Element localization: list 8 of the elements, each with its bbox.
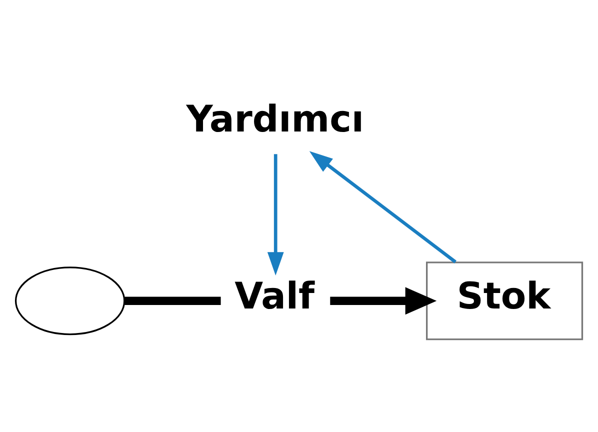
node-box: Stok — [426, 261, 584, 340]
node-text: Valf — [234, 274, 314, 318]
arrow — [330, 286, 437, 314]
arrow — [309, 150, 456, 263]
connector — [124, 296, 221, 305]
arrow — [267, 154, 284, 276]
node-text: Yardımcı — [186, 96, 364, 140]
node-cloud — [14, 266, 126, 335]
